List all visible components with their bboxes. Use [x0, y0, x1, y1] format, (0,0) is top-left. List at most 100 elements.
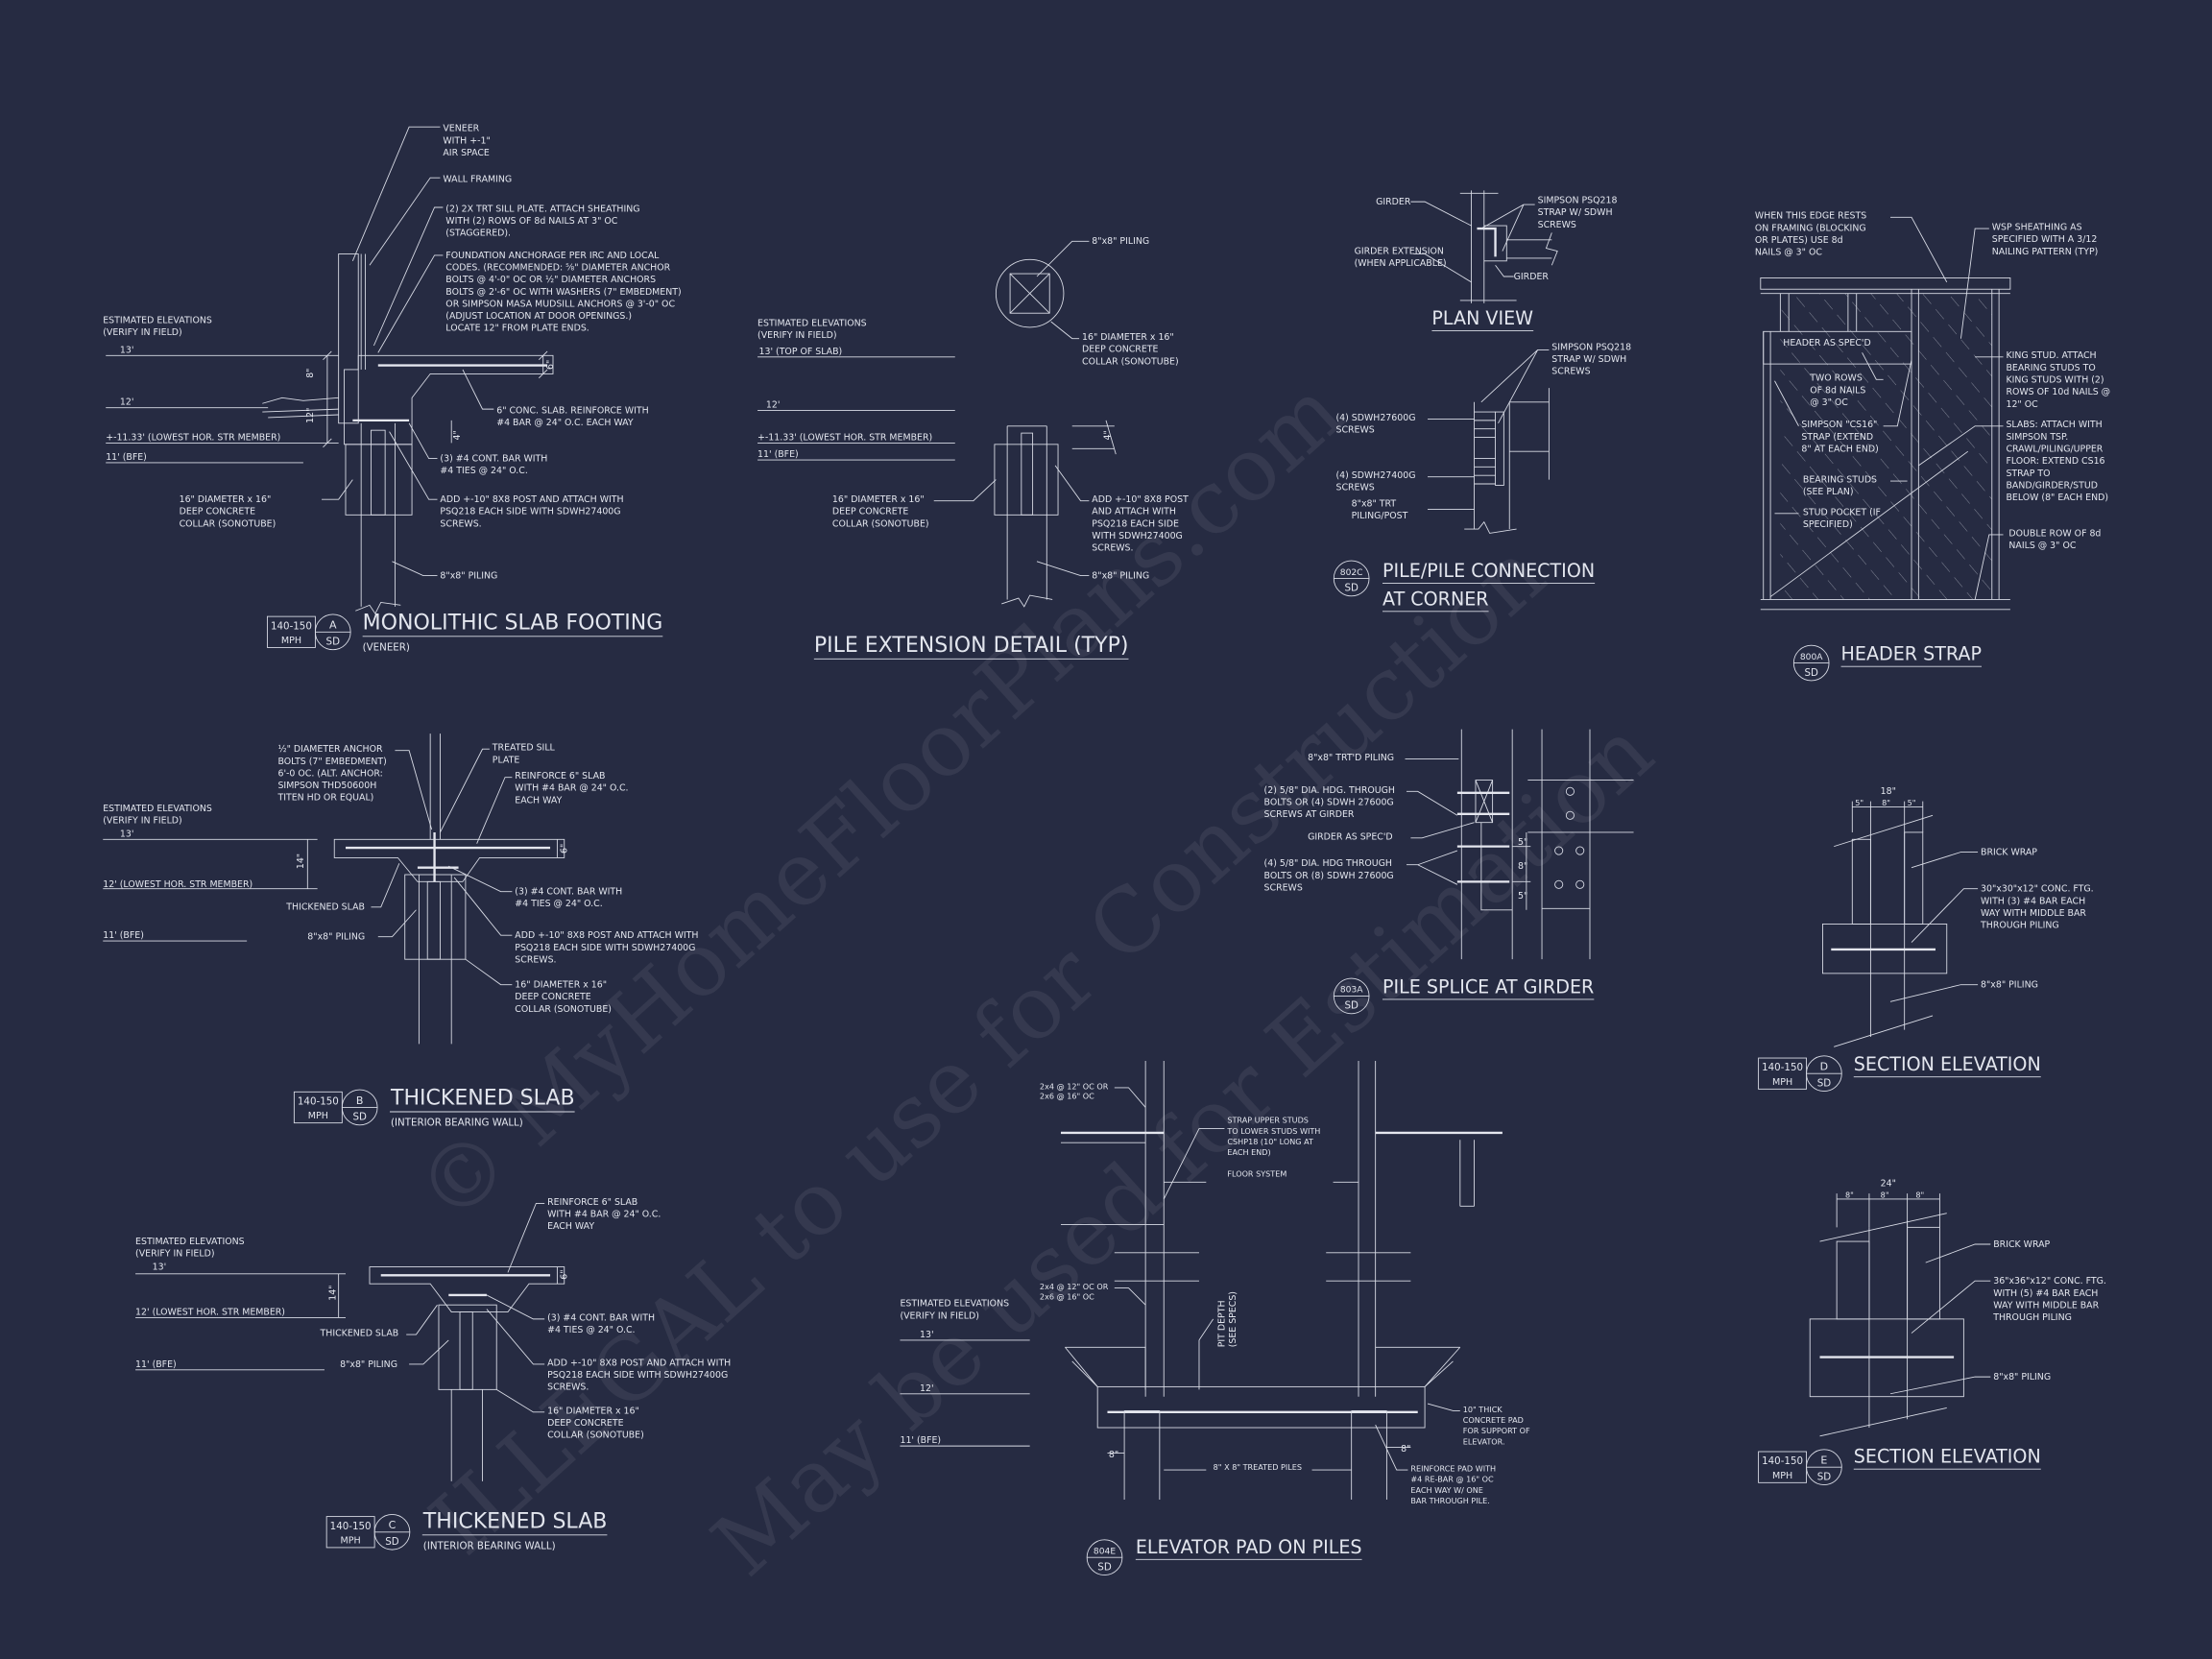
- detail-c-cont-bar-0: (3) #4 CONT. BAR WITH: [547, 1312, 655, 1323]
- detail-e-piling: 8"x8" PILING: [1993, 1372, 2051, 1382]
- detail-c-drawing: [135, 1202, 565, 1481]
- pile-extension-collar-top-1: DEEP CONCRETE: [1082, 345, 1158, 355]
- detail-d-dims-1: 5": [1855, 798, 1863, 807]
- detail-b-badge-wind: 140-150: [298, 1096, 339, 1108]
- detail-c-collar-2: COLLAR (SONOTUBE): [547, 1431, 644, 1441]
- detail-c-collar-1: DEEP CONCRETE: [547, 1418, 623, 1429]
- detail-c-thickened: THICKENED SLAB: [320, 1329, 399, 1339]
- detail-b-elevations-levels-1: 12' (LOWEST HOR. STR MEMBER): [103, 879, 252, 890]
- detail-c-dims-0: 14": [328, 1285, 339, 1300]
- detail-803a-splice-bolts-1: BOLTS OR (8) SDWH 27600G: [1264, 871, 1394, 881]
- detail-800a-notes-edge-0: WHEN THIS EDGE RESTS: [1755, 211, 1866, 222]
- detail-c-post-2: SCREWS.: [547, 1382, 589, 1393]
- detail-c-post-1: PSQ218 EACH SIDE WITH SDWH27400G: [547, 1370, 728, 1381]
- detail-c-badge-sheet: SD: [385, 1536, 399, 1548]
- detail-d-footing-1: WITH (3) #4 BAR EACH: [1981, 896, 2085, 906]
- detail-800a-notes-king-3: ROWS OF 10d NAILS @: [2006, 387, 2110, 397]
- pile-extension-collar-top-0: 16" DIAMETER x 16": [1082, 332, 1174, 343]
- detail-803a-dims-0: 5": [1518, 837, 1527, 848]
- detail-c-cont-bar-1: #4 TIES @ 24" O.C.: [547, 1325, 635, 1335]
- pile-extension-collar-top-2: COLLAR (SONOTUBE): [1082, 356, 1179, 367]
- pile-extension-post-3: WITH SDWH27400G: [1092, 531, 1183, 541]
- detail-a-elevations-levels-0: 13': [120, 345, 134, 355]
- detail-a-drawing: [106, 126, 554, 615]
- detail-b-reinforce-2: EACH WAY: [515, 795, 562, 805]
- badges-layer: ASD140-150MPHBSD140-150MPHCSD140-150MPHD…: [267, 560, 1842, 1576]
- pile-extension-post-2: PSQ218 EACH SIDE: [1092, 518, 1179, 529]
- detail-802c-elevation-screws-upper-0: (4) SDWH27600G: [1336, 413, 1416, 423]
- pile-extension-post-4: SCREWS.: [1092, 543, 1133, 554]
- detail-e-badge-wind: 140-150: [1762, 1455, 1803, 1467]
- detail-800a-notes-double-row-1: NAILS @ 3" OC: [2008, 541, 2076, 551]
- detail-802c-elevation-strap-0: SIMPSON PSQ218: [1551, 342, 1631, 352]
- detail-b-elevations-levels-0: 13': [120, 829, 134, 839]
- detail-800a-notes-two-rows-2: @ 3" OC: [1810, 397, 1848, 408]
- detail-802c-plan-girder: GIRDER: [1376, 197, 1411, 207]
- detail-804e-studs-lower-1: 2x6 @ 16" OC: [1040, 1291, 1094, 1301]
- detail-800a-notes-slabs-5: BAND/GIRDER/STUD: [2006, 480, 2098, 491]
- pile-extension-collar-side-2: COLLAR (SONOTUBE): [832, 518, 929, 529]
- detail-d-badge-unit: MPH: [1772, 1077, 1792, 1088]
- detail-800a-notes-pocket-1: SPECIFIED): [1803, 519, 1853, 530]
- detail-d-brick: BRICK WRAP: [1981, 847, 2037, 857]
- detail-803a-dims-1: 8": [1518, 861, 1527, 872]
- detail-b-collar-1: DEEP CONCRETE: [515, 992, 590, 1002]
- detail-b-piling: 8"x8" PILING: [307, 932, 365, 943]
- detail-804e-pad-0: 10" THICK: [1463, 1405, 1503, 1414]
- detail-e-badge-unit: MPH: [1772, 1471, 1792, 1481]
- detail-a-badge-id: A: [329, 619, 337, 632]
- detail-d-piling: 8"x8" PILING: [1981, 980, 2038, 991]
- detail-b-thickened: THICKENED SLAB: [285, 902, 365, 913]
- detail-800a-notes-pocket-0: STUD POCKET (IF: [1803, 507, 1881, 517]
- detail-804e-piles: 8" X 8" TREATED PILES: [1214, 1462, 1302, 1472]
- detail-a-dims-3: 4": [452, 430, 463, 440]
- detail-c-badge-wind: 140-150: [330, 1521, 372, 1532]
- detail-802c-elevation-screws-upper-1: SCREWS: [1336, 425, 1375, 436]
- detail-e-title: SECTION ELEVATION: [1854, 1446, 2041, 1468]
- detail-802c-title-1: AT CORNER: [1382, 588, 1489, 610]
- detail-b-anchor-4: TITEN HD OR EQUAL): [276, 793, 373, 804]
- detail-c-subtitle: (INTERIOR BEARING WALL): [423, 1540, 556, 1551]
- pile-extension-piling-top-0: 8"x8" PILING: [1092, 236, 1149, 247]
- detail-802c-elevation-screws-lower-0: (4) SDWH27400G: [1336, 470, 1416, 481]
- detail-a-dims-2: 12": [305, 408, 316, 423]
- detail-804e-elevations-heading-0: ESTIMATED ELEVATIONS: [900, 1299, 1009, 1310]
- detail-b-elevations-heading-1: (VERIFY IN FIELD): [103, 816, 181, 827]
- detail-a-notes-anchorage-6: LOCATE 12" FROM PLATE ENDS.: [445, 324, 589, 334]
- detail-d-badge-id: D: [1820, 1061, 1828, 1073]
- detail-e-dims-0: 24": [1881, 1179, 1896, 1190]
- detail-802c-plan-strap-2: SCREWS: [1538, 220, 1576, 230]
- detail-804e-badge-id: 804E: [1094, 1548, 1116, 1557]
- detail-c-elevations-heading-0: ESTIMATED ELEVATIONS: [135, 1237, 245, 1247]
- detail-a-badge-sheet: SD: [326, 637, 341, 648]
- detail-b-reinforce-0: REINFORCE 6" SLAB: [515, 771, 605, 781]
- detail-a-notes-piling-0: 8"x8" PILING: [440, 570, 497, 581]
- pile-extension-collar-side-1: DEEP CONCRETE: [832, 507, 908, 517]
- detail-800a-notes-strap-1: STRAP (EXTEND: [1801, 432, 1873, 443]
- detail-800a-notes-strap-0: SIMPSON "CS16": [1801, 420, 1877, 430]
- detail-804e-reinforce-3: BAR THROUGH PILE.: [1410, 1496, 1489, 1505]
- detail-d-dims-0: 18": [1881, 786, 1896, 797]
- detail-802c-plan-girder-extension-1: (WHEN APPLICABLE): [1355, 258, 1447, 269]
- detail-a-notes-collar-0: 16" DIAMETER x 16": [180, 494, 272, 505]
- detail-b-collar-2: COLLAR (SONOTUBE): [515, 1004, 612, 1015]
- pile-extension-elevations-levels-2: +-11.33' (LOWEST HOR. STR MEMBER): [757, 432, 932, 443]
- detail-d-title: SECTION ELEVATION: [1854, 1053, 2041, 1075]
- detail-800a-notes-edge-3: NAILS @ 3" OC: [1755, 248, 1822, 258]
- pile-extension-elevations-heading-1: (VERIFY IN FIELD): [757, 330, 836, 341]
- detail-802c-elevation-strap-2: SCREWS: [1551, 367, 1590, 377]
- detail-a-notes-anchorage-1: CODES. (RECOMMENDED: ⅝" DIAMETER ANCHOR: [445, 263, 670, 274]
- detail-800a-notes-king-2: KING STUDS WITH (2): [2006, 374, 2104, 385]
- detail-803a-splice-bolts-2: SCREWS: [1264, 882, 1303, 893]
- detail-a-elevations-heading-0: ESTIMATED ELEVATIONS: [103, 315, 212, 325]
- detail-803a-splice-bolts-0: (4) 5/8" DIA. HDG THROUGH: [1264, 858, 1392, 869]
- detail-804e-strap-3: EACH END): [1227, 1147, 1270, 1157]
- pile-extension-piling-0: 8"x8" PILING: [1092, 570, 1149, 581]
- detail-c-reinforce-1: WITH #4 BAR @ 24" O.C.: [547, 1209, 661, 1219]
- detail-e-dims-3: 8": [1915, 1190, 1924, 1200]
- detail-802c-elevation-strap-1: STRAP W/ SDWH: [1551, 354, 1626, 365]
- detail-e-dims-2: 8": [1881, 1190, 1889, 1200]
- detail-804e-floor: FLOOR SYSTEM: [1227, 1168, 1286, 1178]
- detail-b-subtitle: (INTERIOR BEARING WALL): [391, 1118, 523, 1129]
- detail-a-notes-veneer-0: VENEER: [443, 124, 479, 134]
